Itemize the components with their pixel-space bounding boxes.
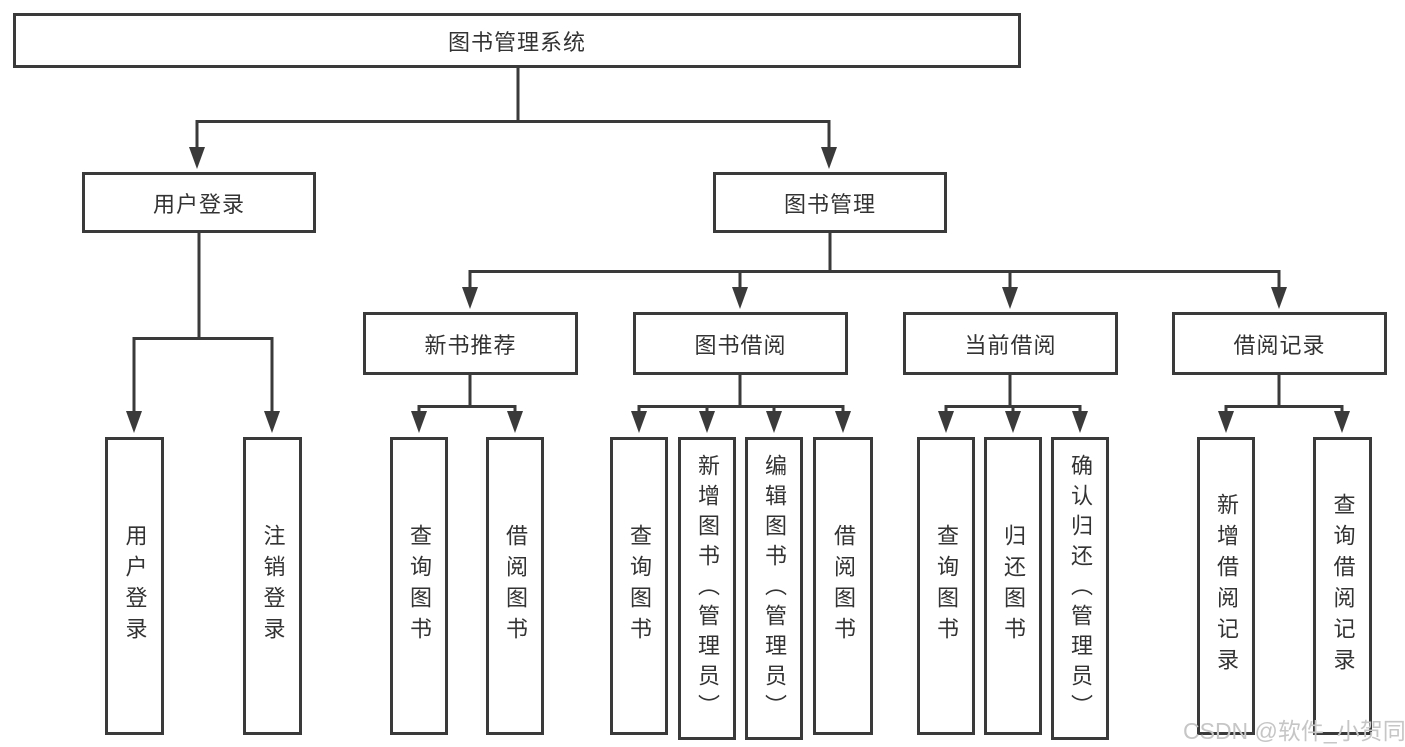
leaf-query-books-current: 查询图书 [917,437,975,735]
leaf-query-books-borrow: 查询图书 [610,437,668,735]
leaf-borrow-books: 借阅图书 [813,437,873,735]
leaf-confirm-return-admin: 确认归还（管理员） [1051,437,1109,740]
node-book-borrowing: 图书借阅 [633,312,848,375]
leaf-logout-login: 注销登录 [243,437,302,735]
leaf-user-login: 用户登录 [105,437,164,735]
leaf-add-borrow-record: 新增借阅记录 [1197,437,1255,735]
node-current-borrowing: 当前借阅 [903,312,1118,375]
node-new-book-recommend: 新书推荐 [363,312,578,375]
leaf-add-books-admin: 新增图书（管理员） [678,437,736,740]
node-borrowing-records: 借阅记录 [1172,312,1387,375]
watermark: CSDN @软件_小贺同学 [1183,718,1405,744]
leaf-query-books-recommend: 查询图书 [390,437,448,735]
node-book-management: 图书管理 [713,172,947,233]
leaf-borrow-books-recommend: 借阅图书 [486,437,544,735]
leaf-query-borrow-record: 查询借阅记录 [1313,437,1372,735]
node-user-login: 用户登录 [82,172,316,233]
leaf-edit-books-admin: 编辑图书（管理员） [745,437,803,740]
leaf-return-books: 归还图书 [984,437,1042,735]
node-library-system: 图书管理系统 [13,13,1021,68]
